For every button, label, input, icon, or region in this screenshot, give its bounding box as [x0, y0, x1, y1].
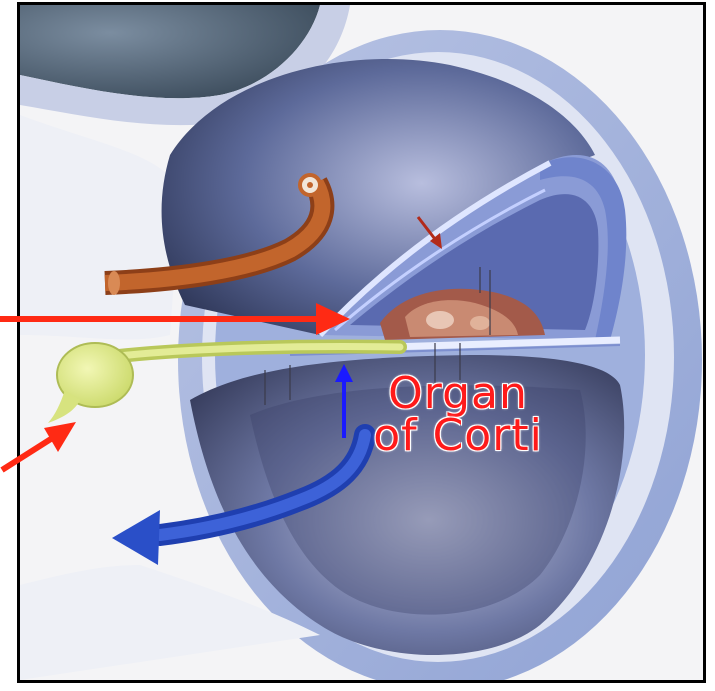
illustration-frame — [17, 2, 706, 683]
organ-of-corti-label: Organ of Corti — [328, 373, 588, 457]
label-line-1: Organ — [328, 373, 588, 415]
label-line-2: of Corti — [328, 415, 588, 457]
cochlea-illustration — [20, 5, 703, 680]
